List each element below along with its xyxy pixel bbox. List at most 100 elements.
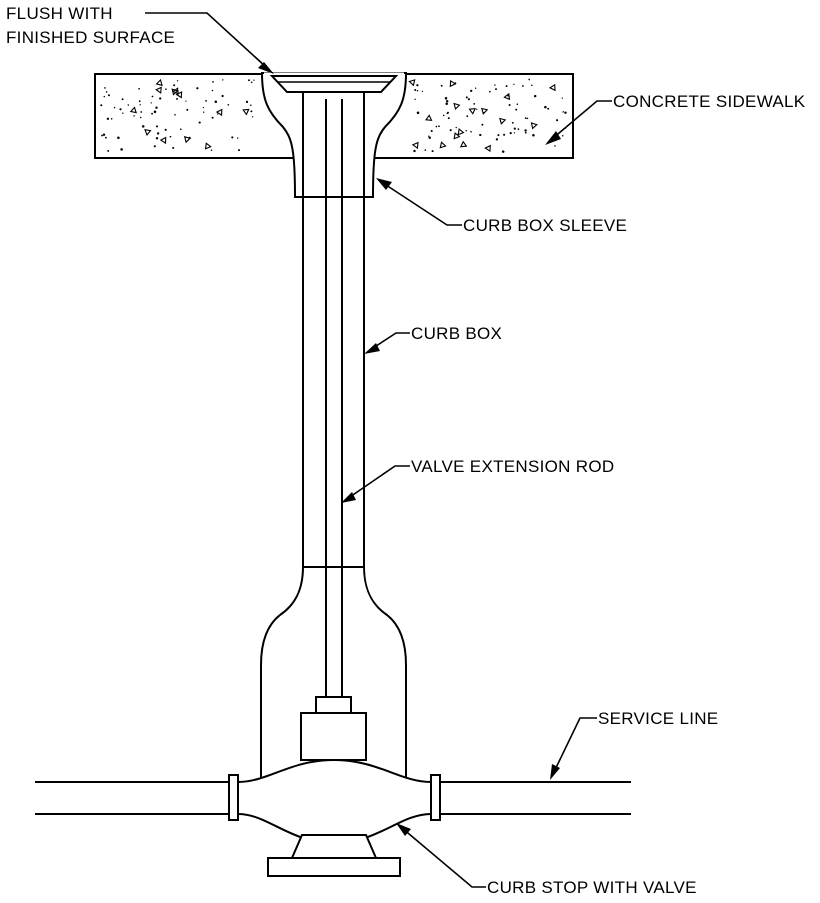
aggregate-stone — [453, 102, 461, 110]
aggregate-dot — [435, 125, 438, 128]
aggregate-stone — [144, 129, 152, 136]
curb-box — [260, 92, 407, 801]
aggregate-dot — [174, 114, 176, 116]
aggregate-dot — [481, 123, 484, 126]
aggregate-dot — [416, 111, 420, 115]
aggregate-dot — [444, 97, 448, 100]
aggregate-dot — [561, 135, 564, 137]
aggregate-dot — [211, 116, 214, 119]
aggregate-dot — [140, 111, 143, 113]
aggregate-dot — [102, 133, 106, 136]
aggregate-dot — [104, 87, 106, 89]
aggregate-stone — [408, 79, 416, 87]
aggregate-dot — [165, 88, 167, 91]
aggregate-dot — [105, 136, 107, 139]
label-curb-stop-with-valve: CURB STOP WITH VALVE — [487, 878, 697, 897]
aggregate-dot — [532, 134, 535, 137]
label-curb-box: CURB BOX — [411, 324, 502, 343]
aggregate-stone — [439, 141, 447, 149]
aggregate-dot — [524, 129, 527, 132]
aggregate-dot — [515, 108, 518, 111]
aggregate-stone — [204, 142, 212, 150]
aggregate-stone — [457, 128, 465, 136]
aggregate-dot — [237, 149, 241, 152]
aggregate-dot — [455, 126, 457, 129]
aggregate-dot — [414, 98, 416, 101]
aggregate-dot — [465, 129, 467, 132]
aggregate-dot — [470, 131, 472, 133]
aggregate-dot — [176, 97, 178, 100]
aggregate-dot — [513, 83, 515, 85]
aggregate-dot — [212, 81, 214, 83]
aggregate-dot — [101, 134, 103, 137]
aggregate-dot — [214, 100, 218, 103]
aggregate-dot — [465, 96, 468, 99]
aggregate-dot — [156, 132, 160, 135]
aggregate-dot — [473, 103, 476, 105]
aggregate-dot — [250, 110, 253, 113]
aggregate-dot — [513, 127, 516, 130]
aggregate-dot — [250, 81, 253, 84]
aggregate-dot — [138, 100, 141, 103]
aggregate-dot — [203, 111, 205, 113]
aggregate-dot — [524, 131, 527, 134]
aggregate-dot — [139, 104, 141, 106]
aggregate-dot — [528, 78, 531, 81]
aggregate-dot — [210, 149, 213, 151]
aggregate-dot — [509, 132, 512, 135]
aggregate-dot — [421, 90, 424, 93]
aggregate-dot — [508, 103, 511, 107]
aggregate-dot — [198, 121, 201, 124]
aggregate-stone — [159, 136, 167, 145]
aggregate-dot — [221, 94, 224, 98]
aggregate-dot — [139, 116, 142, 119]
aggregate-dot — [211, 89, 214, 92]
aggregate-dot — [424, 149, 427, 151]
aggregate-dot — [447, 117, 450, 120]
aggregate-dot — [414, 89, 417, 91]
aggregate-dot — [176, 80, 179, 82]
label-flush-line2: FINISHED SURFACE — [6, 28, 175, 47]
aggregate-dot — [173, 84, 176, 87]
leader-valve-extension-rod — [341, 465, 410, 503]
aggregate-dot — [544, 105, 547, 109]
aggregate-stone — [481, 107, 489, 115]
label-curb-box-sleeve: CURB BOX SLEEVE — [463, 216, 627, 235]
aggregate-dot — [151, 112, 154, 115]
aggregate-dot — [516, 103, 519, 105]
curb-stop-valve — [237, 696, 432, 877]
aggregate-dot — [108, 94, 110, 97]
aggregate-dot — [428, 136, 431, 140]
aggregate-dot — [248, 79, 250, 82]
aggregate-dot — [446, 112, 449, 115]
leader-curb-stop — [396, 823, 486, 888]
aggregate-dot — [155, 106, 158, 109]
aggregate-stone — [453, 132, 461, 140]
aggregate-dot — [562, 111, 564, 113]
aggregate-dot — [466, 115, 469, 118]
aggregate-dot — [547, 107, 550, 110]
aggregate-stone — [129, 106, 138, 114]
aggregate-dot — [202, 106, 205, 109]
aggregate-dot — [172, 146, 175, 149]
aggregate-stone — [484, 144, 491, 153]
aggregate-dot — [505, 85, 508, 88]
aggregate-dot — [141, 125, 145, 128]
valve-extension-rod — [325, 99, 343, 698]
aggregate-dot — [185, 100, 187, 102]
aggregate-dot — [431, 150, 434, 153]
aggregate-dot — [442, 114, 445, 117]
concrete-aggregate-texture — [100, 78, 567, 153]
leader-flush — [145, 12, 274, 74]
aggregate-dot — [252, 116, 254, 118]
aggregate-dot — [511, 121, 514, 124]
aggregate-dot — [155, 125, 159, 128]
leader-concrete-sidewalk — [545, 100, 612, 145]
aggregate-dot — [103, 95, 105, 98]
aggregate-dot — [153, 110, 157, 114]
aggregate-stone — [449, 79, 457, 88]
aggregate-dot — [105, 91, 108, 93]
aggregate-dot — [217, 113, 219, 115]
aggregate-dot — [476, 108, 478, 110]
aggregate-dot — [470, 89, 473, 93]
